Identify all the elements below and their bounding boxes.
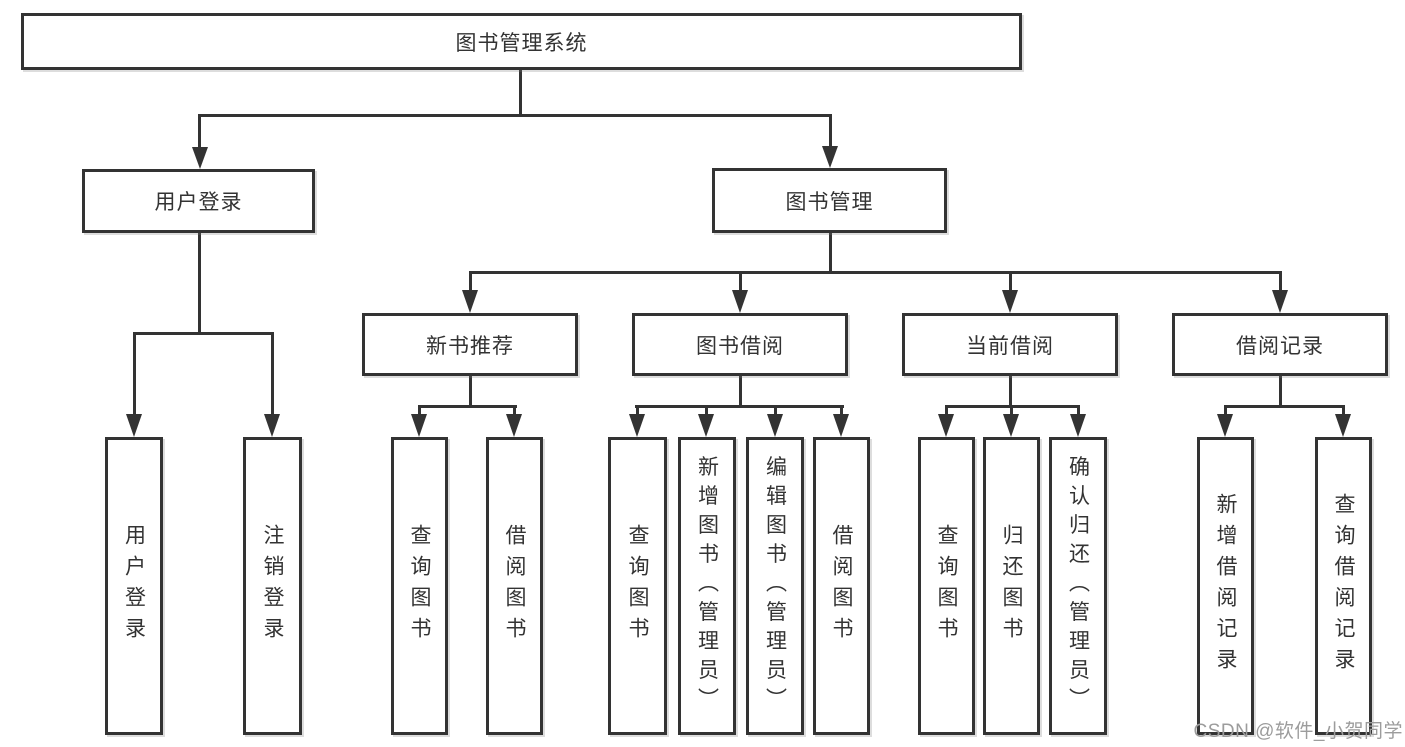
node-book-management: 图书管理 <box>712 168 947 233</box>
leaf-label: 新增借阅记录 <box>1214 493 1237 679</box>
connector-line <box>1010 407 1013 416</box>
arrow-down-icon <box>822 146 838 168</box>
node-borrowing-records: 借阅记录 <box>1172 313 1388 376</box>
connector-line <box>469 271 1282 274</box>
connector-line <box>519 70 522 117</box>
connector-line <box>739 376 742 407</box>
leaf-query-books: 查询图书 <box>391 437 448 735</box>
arrow-down-icon <box>767 414 783 437</box>
connector-line <box>513 407 516 416</box>
arrow-down-icon <box>698 414 714 437</box>
leaf-label: 查询图书 <box>626 524 649 648</box>
connector-line <box>739 274 742 292</box>
arrow-down-icon <box>192 147 208 169</box>
arrow-down-icon <box>732 290 748 313</box>
leaf-label: 用户登录 <box>122 524 146 648</box>
leaf-label: 新增图书（管理员） <box>695 455 719 717</box>
connector-line <box>198 233 201 334</box>
arrow-down-icon <box>938 414 954 437</box>
connector-line <box>635 405 844 408</box>
arrow-down-icon <box>1070 414 1086 437</box>
connector-line <box>1342 407 1345 416</box>
connector-line <box>418 405 517 408</box>
leaf-query-books: 查询图书 <box>918 437 975 735</box>
arrow-down-icon <box>1002 290 1018 313</box>
arrow-down-icon <box>1272 290 1288 313</box>
connector-line <box>1009 274 1012 292</box>
connector-line <box>198 116 201 147</box>
connector-line <box>1009 376 1012 407</box>
connector-line <box>469 274 472 292</box>
arrow-down-icon <box>1335 414 1351 437</box>
leaf-label: 借阅图书 <box>503 524 526 648</box>
arrow-down-icon <box>629 414 645 437</box>
connector-line <box>1224 405 1345 408</box>
leaf-edit-books-admin: 编辑图书（管理员） <box>746 437 804 735</box>
leaf-query-books: 查询图书 <box>608 437 667 735</box>
arrow-down-icon <box>506 414 522 437</box>
arrow-down-icon <box>1217 414 1233 437</box>
leaf-borrow-books: 借阅图书 <box>813 437 870 735</box>
leaf-borrow-books: 借阅图书 <box>486 437 543 735</box>
connector-line <box>705 407 708 416</box>
node-user-login: 用户登录 <box>82 169 315 233</box>
arrow-down-icon <box>411 414 427 437</box>
node-current-borrowing: 当前借阅 <box>902 313 1118 376</box>
arrow-down-icon <box>264 414 280 437</box>
connector-line <box>829 116 832 146</box>
node-book-borrowing: 图书借阅 <box>632 313 848 376</box>
leaf-return-books: 归还图书 <box>983 437 1040 735</box>
watermark: CSDN @软件_小贺同学 <box>1193 721 1403 742</box>
connector-line <box>840 407 843 416</box>
connector-line <box>271 334 274 414</box>
arrow-down-icon <box>126 414 142 437</box>
leaf-confirm-return-admin: 确认归还（管理员） <box>1049 437 1107 735</box>
root-node-library-system: 图书管理系统 <box>21 13 1022 70</box>
leaf-label: 编辑图书（管理员） <box>763 455 787 717</box>
connector-line <box>945 405 1080 408</box>
leaf-user-login: 用户登录 <box>105 437 163 735</box>
connector-line <box>636 407 639 416</box>
connector-line <box>198 114 832 117</box>
leaf-query-borrow-record: 查询借阅记录 <box>1315 437 1372 735</box>
connector-line <box>829 233 832 273</box>
connector-line <box>133 334 136 414</box>
connector-line <box>1279 274 1282 292</box>
leaf-label: 注销登录 <box>261 524 284 648</box>
connector-line <box>469 376 472 407</box>
connector-line <box>1224 407 1227 416</box>
arrow-down-icon <box>833 414 849 437</box>
connector-line <box>1279 376 1282 407</box>
connector-line <box>774 407 777 416</box>
leaf-label: 借阅图书 <box>830 524 853 648</box>
arrow-down-icon <box>1003 414 1019 437</box>
leaf-label: 确认归还（管理员） <box>1066 455 1090 717</box>
arrow-down-icon <box>462 290 478 313</box>
connector-line <box>1077 407 1080 416</box>
leaf-add-books-admin: 新增图书（管理员） <box>678 437 736 735</box>
connector-line <box>133 332 274 335</box>
leaf-label: 查询借阅记录 <box>1332 493 1355 679</box>
connector-line <box>945 407 948 416</box>
leaf-label: 查询图书 <box>935 524 958 648</box>
leaf-logout: 注销登录 <box>243 437 302 735</box>
leaf-add-borrow-record: 新增借阅记录 <box>1197 437 1254 735</box>
leaf-label: 查询图书 <box>408 524 431 648</box>
node-new-book-recommendation: 新书推荐 <box>362 313 578 376</box>
leaf-label: 归还图书 <box>1000 524 1023 648</box>
connector-line <box>418 407 421 416</box>
